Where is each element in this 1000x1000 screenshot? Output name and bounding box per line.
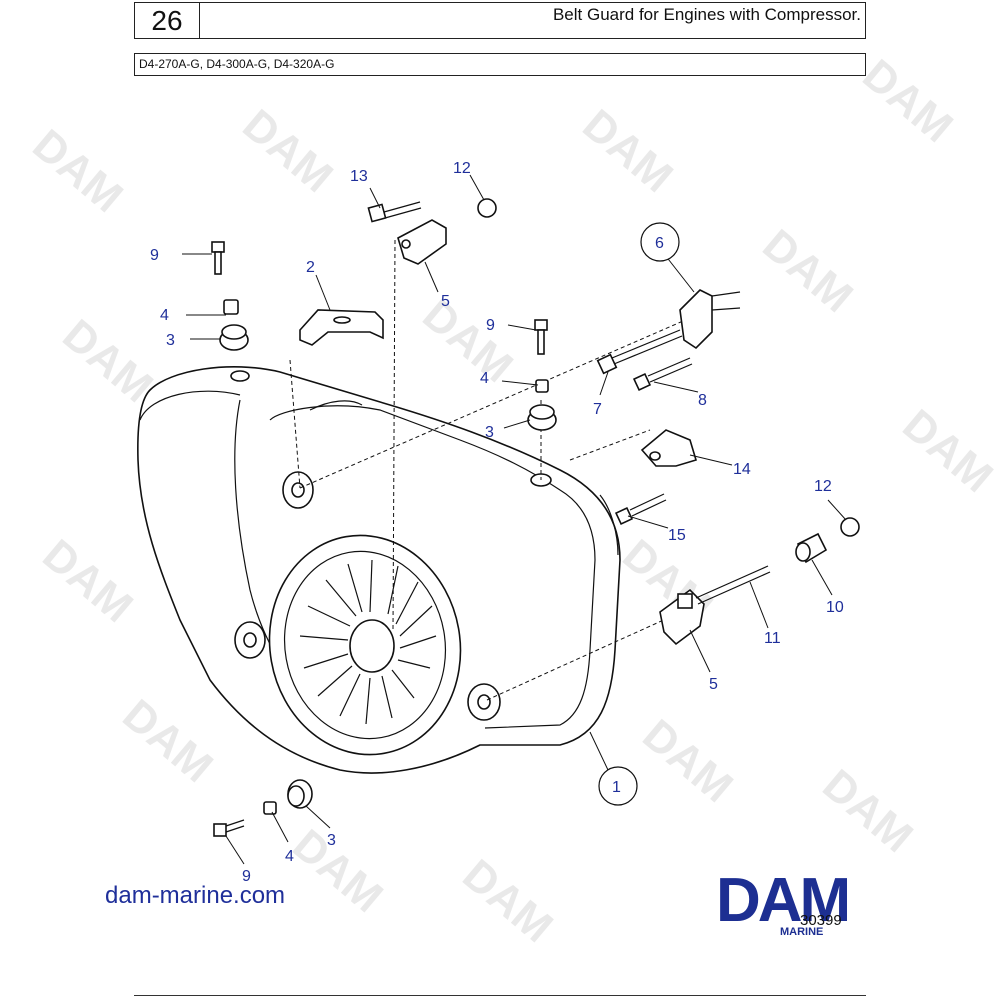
callout-4: 4 (160, 307, 169, 324)
figure-number: 30399 (800, 912, 842, 929)
callout-15: 15 (668, 527, 686, 544)
watermark: DAM (754, 220, 862, 322)
bracket-6 (679, 289, 741, 350)
footer-divider (134, 995, 866, 996)
sleeve-10 (795, 532, 828, 564)
callout-1-circle (598, 766, 638, 806)
bracket-14 (640, 429, 697, 467)
models-box: D4-270A-G, D4-300A-G, D4-320A-G (134, 53, 866, 76)
bolt-9b (534, 319, 548, 355)
callout-11: 11 (764, 630, 781, 647)
callout-7: 7 (593, 401, 602, 418)
fan-grille-slots (299, 559, 437, 725)
page-number-box: 26 (134, 2, 200, 39)
callout-4: 4 (285, 848, 294, 865)
watermark: DAM (414, 290, 522, 392)
threaded-rod-11 (695, 565, 771, 605)
bracket-5-tensioner (659, 588, 705, 646)
rubber-mount-3a (219, 324, 249, 351)
page-number: 26 (151, 5, 183, 36)
spacer-4a (223, 299, 239, 315)
bracket-5-top (397, 219, 447, 265)
callout-3: 3 (166, 332, 175, 349)
callout-5: 5 (441, 293, 450, 310)
callout-6: 6 (655, 235, 664, 252)
belt-guard-cover (137, 366, 621, 774)
spacer-4b (535, 379, 549, 393)
bolt-7 (596, 329, 683, 375)
callout-12: 12 (453, 160, 471, 177)
callout-2: 2 (306, 259, 315, 276)
callout-9: 9 (486, 317, 495, 334)
dam-marine-logo: DAM MARINE (716, 868, 901, 942)
title-box: Belt Guard for Engines with Compressor. (199, 2, 866, 39)
callout-9: 9 (150, 247, 159, 264)
callout-4: 4 (480, 370, 489, 387)
page-title: Belt Guard for Engines with Compressor. (552, 5, 861, 24)
bracket-2 (299, 309, 384, 346)
logo-subtext: MARINE (780, 926, 824, 938)
watermark: DAM (634, 710, 742, 812)
watermark: DAM (234, 100, 342, 202)
callout-6-circle (640, 222, 680, 262)
callout-9: 9 (242, 868, 251, 885)
watermark: DAM (854, 50, 962, 152)
watermark: DAM (34, 530, 142, 632)
callout-3: 3 (327, 832, 336, 849)
bolt-15 (614, 493, 667, 526)
rubber-mount-3b (527, 404, 557, 431)
bolt-9c (213, 819, 245, 837)
callout-1: 1 (612, 779, 621, 796)
callout-14: 14 (733, 461, 751, 478)
callout-12: 12 (814, 478, 832, 495)
bolt-9a (211, 241, 225, 275)
callout-5: 5 (709, 676, 718, 693)
callout-10: 10 (826, 599, 844, 616)
leader-lines (182, 174, 847, 865)
callout-8: 8 (698, 392, 707, 409)
callout-3: 3 (485, 424, 494, 441)
watermark: DAM (454, 850, 562, 952)
engine-models: D4-270A-G, D4-300A-G, D4-320A-G (139, 57, 335, 71)
watermark: DAM (24, 120, 132, 222)
spacer-4c (263, 801, 277, 815)
bolt-13 (367, 201, 422, 223)
watermark: DAM (284, 820, 392, 922)
callout-labels: 1 2 3 3 3 4 4 4 5 5 6 7 8 9 9 9 10 11 12… (150, 160, 844, 885)
bolt-8 (632, 357, 693, 392)
nut-12a (477, 198, 497, 218)
watermark: DAM (894, 400, 1000, 502)
watermark: DAM (814, 760, 922, 862)
logo-text: DAM (716, 866, 851, 935)
website-link[interactable]: dam-marine.com (105, 882, 286, 909)
assembly-lines (289, 239, 691, 701)
nut-12b (840, 517, 860, 537)
watermark: DAM (574, 100, 682, 202)
watermark: DAM (114, 690, 222, 792)
rubber-mount-3c (287, 779, 313, 809)
callout-13: 13 (350, 168, 368, 185)
